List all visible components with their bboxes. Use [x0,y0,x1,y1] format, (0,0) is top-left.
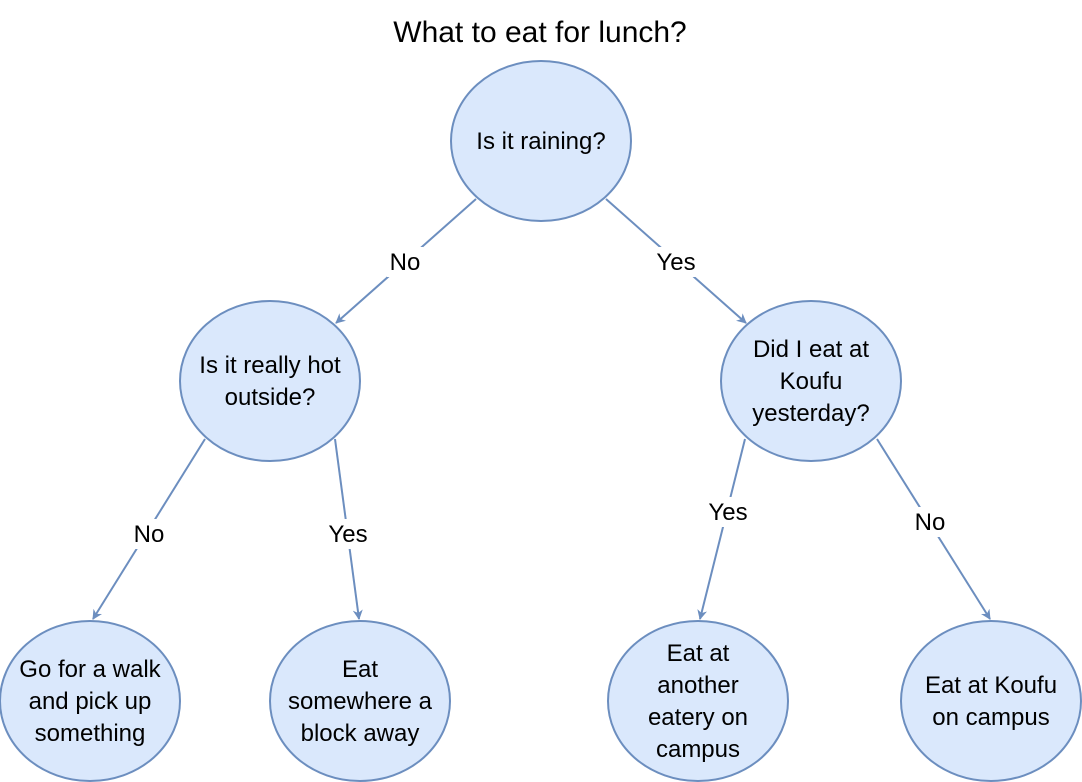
edge-hot-to-walk: No [92,438,206,620]
edge-raining-to-koufu-yesterday: Yes [605,198,747,324]
node-label: Eat somewhere a block away [288,656,433,747]
node-label-line: Eat at Koufu [925,672,1057,699]
edge-label: No [134,521,165,548]
node-walk: Go for a walk and pick up something [0,620,181,782]
node-ellipse [0,620,181,782]
edge-label-background [912,507,948,537]
edge-label-background [323,519,373,549]
edge-label-background [387,247,423,277]
node-label: Go for a walk and pick up something [19,656,161,747]
node-label-line: yesterday? [752,400,869,427]
edge-raining-to-hot: No [335,198,477,324]
edge-label: Yes [656,249,695,276]
node-label-line: on campus [932,704,1049,731]
node-ellipse [269,620,451,782]
node-label-line: and pick up [29,688,152,715]
node-label-line: Koufu [780,368,843,395]
node-label-line: Go for a walk [19,656,161,683]
diagram-title: What to eat for lunch? [393,16,687,49]
nodes-layer: Is it raining? Is it really hot outside? Di… [0,60,1082,782]
node-ellipse [900,620,1082,782]
edge-label-background [131,519,167,549]
edge-hot-to-block-away: Yes [323,438,373,620]
node-ellipse [720,300,902,462]
node-label-line: another [657,672,738,699]
edge-arrow [697,438,746,620]
node-label: Is it raining? [476,128,605,155]
node-label-line: eatery on [648,704,748,731]
node-raining: Is it raining? [450,60,632,222]
node-label-line: outside? [225,384,316,411]
node-ellipse [450,60,632,222]
node-label: Did I eat at Koufu yesterday? [752,336,869,427]
edge-label: No [390,249,421,276]
node-hot: Is it really hot outside? [179,300,361,462]
node-ellipse [607,620,789,782]
node-label-line: Is it raining? [476,128,605,155]
node-label-line: Eat [342,656,378,683]
edge-label: Yes [328,521,367,548]
node-label-line: campus [656,736,740,763]
edge-koufu-yesterday-to-koufu-campus: No [876,438,991,620]
node-label: Eat at another eatery on campus [648,640,748,763]
edge-label: Yes [708,499,747,526]
edge-label-background [703,497,753,527]
edge-koufu-yesterday-to-another-eatery: Yes [697,438,753,620]
node-label-line: Did I eat at [753,336,869,363]
edge-label: No [915,509,946,536]
node-label-line: Eat at [667,640,730,667]
edge-label-background [651,247,701,277]
node-label-line: somewhere a [288,688,433,715]
node-label-line: Is it really hot [199,352,341,379]
node-label-line: block away [301,720,420,747]
node-label: Eat at Koufu on campus [925,672,1057,731]
node-another-eatery: Eat at another eatery on campus [607,620,789,782]
node-ellipse [179,300,361,462]
node-koufu-campus: Eat at Koufu on campus [900,620,1082,782]
node-koufu-yesterday: Did I eat at Koufu yesterday? [720,300,902,462]
node-block-away: Eat somewhere a block away [269,620,451,782]
node-label-line: something [35,720,146,747]
node-label: Is it really hot outside? [199,352,341,411]
